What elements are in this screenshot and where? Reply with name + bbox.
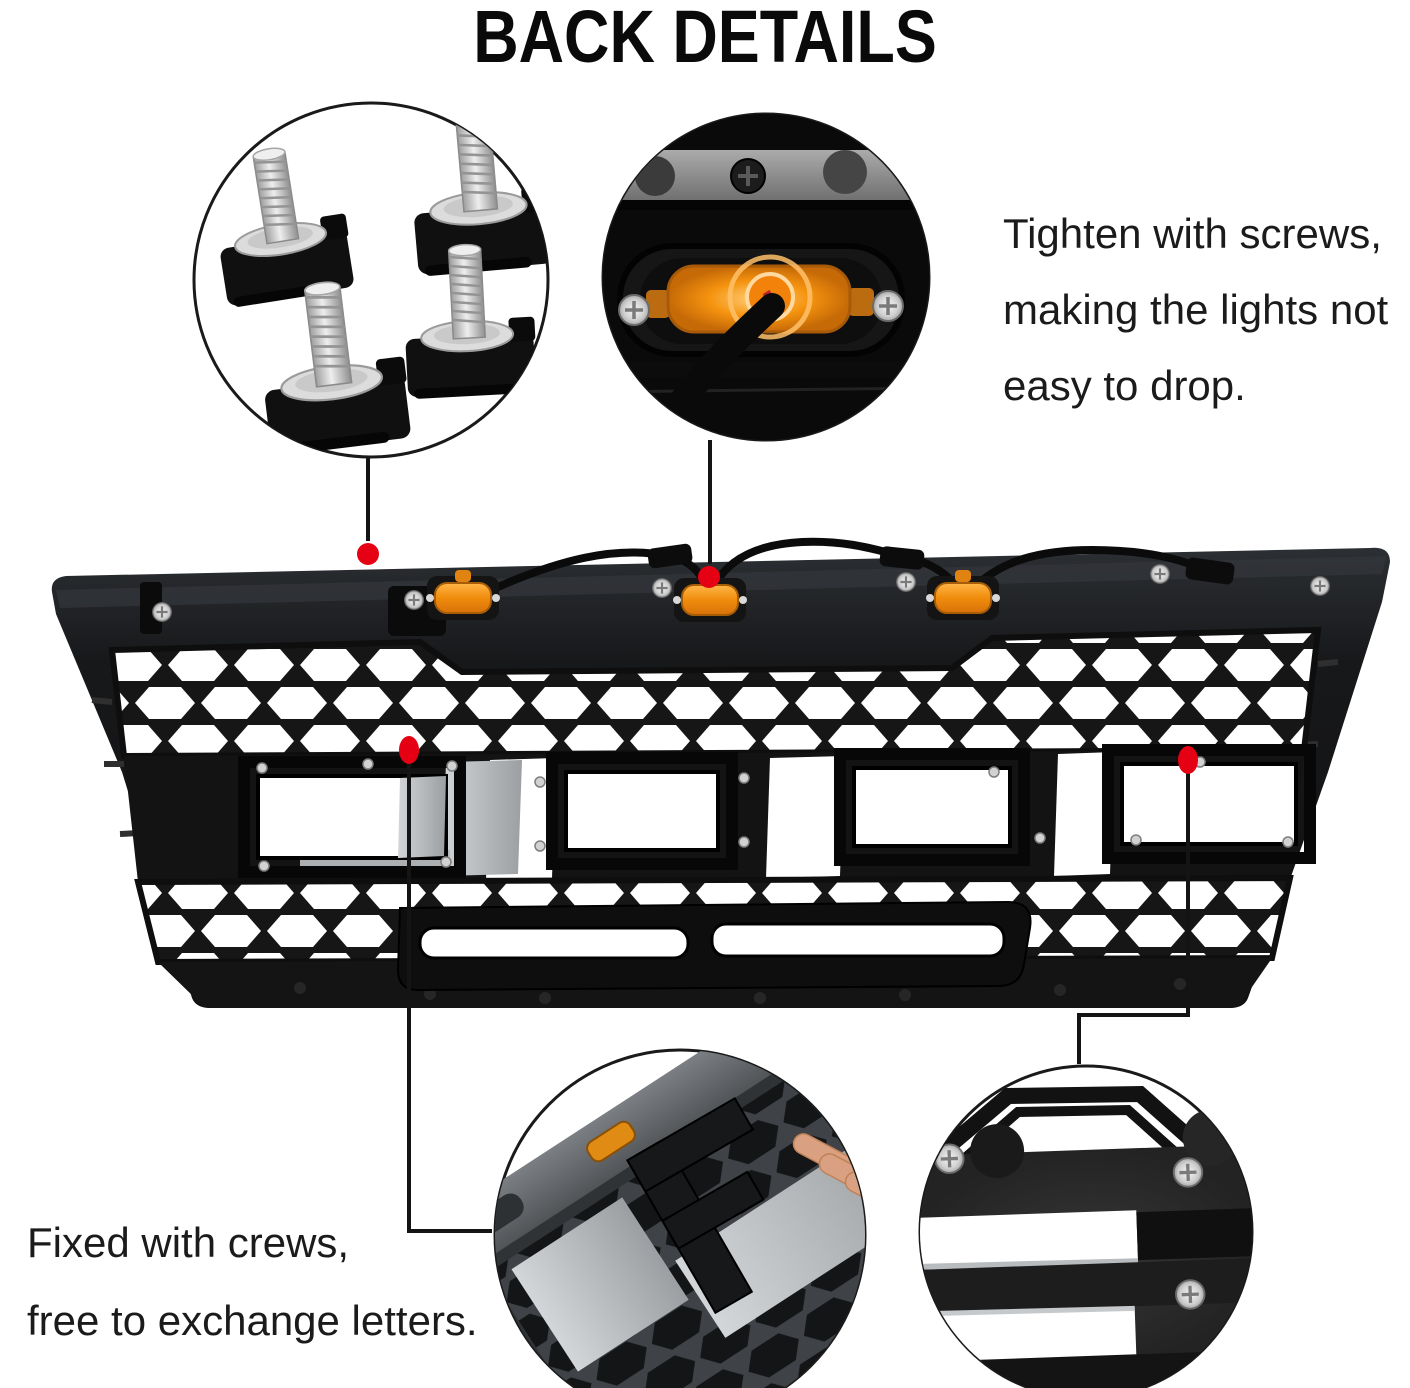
note-line: free to exchange letters.	[27, 1297, 478, 1344]
note-line: Fixed with crews,	[27, 1219, 350, 1266]
mounting-screw-icon	[1171, 1156, 1205, 1189]
amber-marker-front	[586, 1120, 636, 1163]
letter-box-band	[124, 744, 1316, 882]
marker-dot	[357, 543, 379, 565]
letter-modules	[238, 744, 1316, 878]
note-line: making the lights not	[1003, 286, 1389, 333]
slotted-bar	[396, 900, 1032, 992]
note-line: Tighten with screws,	[1003, 210, 1382, 257]
callout-mounting-clips	[192, 101, 550, 459]
callout-amber-light	[601, 112, 931, 442]
silver-insert	[511, 1197, 689, 1372]
note-line: easy to drop.	[1003, 362, 1246, 409]
bottom-bolts	[294, 978, 1186, 1004]
wire-connectors	[647, 543, 1235, 585]
marker-dots	[357, 543, 1198, 774]
grille-letter-f	[626, 1096, 765, 1315]
mounting-screw-icon	[617, 293, 651, 327]
top-rail	[140, 537, 1331, 636]
mounting-screw-icon	[1173, 1277, 1207, 1311]
amber-light-photo	[603, 114, 929, 440]
leader-lines	[366, 440, 1190, 1233]
marker-dot	[698, 566, 720, 588]
black-screw-icon	[730, 158, 766, 194]
page-title: BACK DETAILS	[473, 0, 937, 78]
mesh-diamond	[924, 1085, 1218, 1169]
letter-exchange-photo	[495, 1050, 865, 1388]
marker-dot	[399, 736, 419, 764]
marker-dot	[1178, 746, 1198, 774]
wire-harness	[466, 537, 1212, 604]
mounting-screw-icon	[932, 1142, 966, 1176]
note-fixed-letters: Fixed with crews, free to exchange lette…	[27, 1204, 478, 1360]
letter-openings	[256, 762, 1298, 860]
note-tighten-screws: Tighten with screws, making the lights n…	[1003, 196, 1388, 424]
callout-letter-exchange	[493, 1048, 867, 1388]
grille-back-photo	[51, 537, 1390, 1008]
leader-line	[1077, 773, 1190, 1064]
callout-back-frame	[918, 1064, 1254, 1388]
mounting-screw-icon	[871, 289, 905, 323]
leader-line	[407, 763, 492, 1233]
